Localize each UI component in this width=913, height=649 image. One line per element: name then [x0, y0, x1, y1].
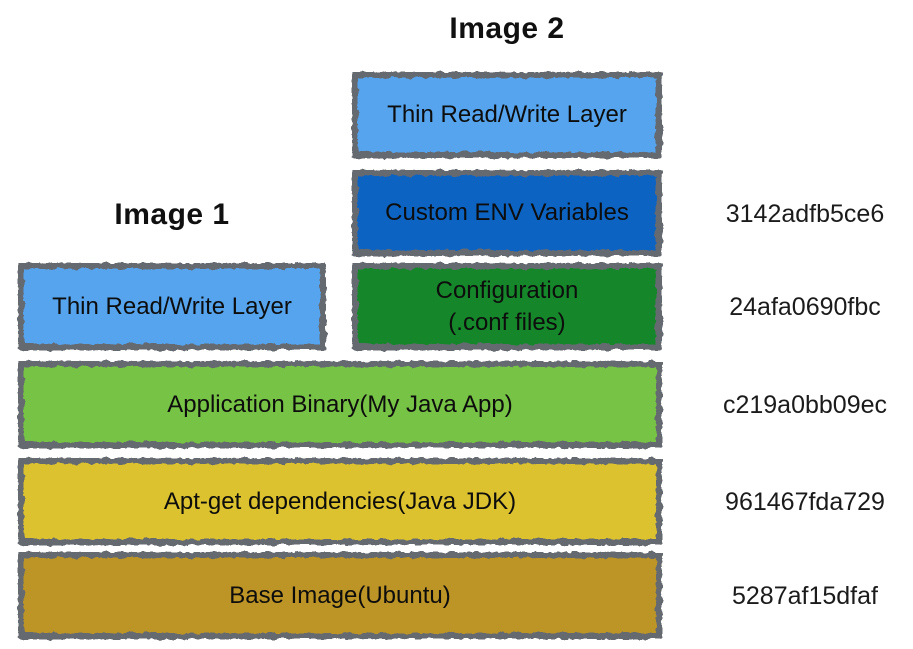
hash-configuration: 24afa0690fbc	[729, 293, 881, 321]
layer-apt-get-fill	[18, 458, 662, 545]
hash-apt-get: 961467fda729	[725, 488, 885, 516]
layer-apt-get: Apt-get dependencies(Java JDK)	[18, 458, 662, 545]
layer-apt-get-label: Apt-get dependencies(Java JDK)	[163, 487, 517, 515]
layer-configuration-fill	[352, 263, 662, 350]
layer-base-image: Base Image(Ubuntu)	[18, 552, 662, 639]
hash-app-binary: c219a0bb09ec	[722, 391, 888, 419]
hash-custom-env: 3142adfb5ce6	[725, 200, 885, 228]
layer-custom-env-label: Custom ENV Variables	[385, 199, 629, 227]
layer-thin-rw-image2-fill	[352, 72, 662, 158]
layer-base-image-label: Base Image(Ubuntu)	[229, 581, 451, 609]
image2-title: Image 2	[449, 12, 565, 45]
layer-app-binary: Application Binary(My Java App)	[18, 361, 662, 448]
layer-base-image-fill	[18, 552, 662, 639]
layer-thin-rw-image1: Thin Read/Write Layer	[18, 263, 326, 350]
layer-custom-env-fill	[352, 170, 662, 256]
layer-thin-rw-image2: Thin Read/Write Layer	[352, 72, 662, 158]
layer-thin-rw-image2-label: Thin Read/Write Layer	[387, 101, 627, 129]
hash-base-image: 5287af15dfaf	[732, 582, 878, 610]
layer-app-binary-label: Application Binary(My Java App)	[167, 390, 513, 418]
layer-configuration-label: Configuration (.conf files)	[435, 277, 579, 336]
layer-app-binary-fill	[18, 361, 662, 448]
layer-custom-env: Custom ENV Variables	[352, 170, 662, 256]
image1-title: Image 1	[114, 198, 230, 231]
layer-thin-rw-image1-fill	[18, 263, 326, 350]
layer-thin-rw-image1-label: Thin Read/Write Layer	[52, 292, 292, 320]
layer-configuration: Configuration (.conf files)	[352, 263, 662, 350]
